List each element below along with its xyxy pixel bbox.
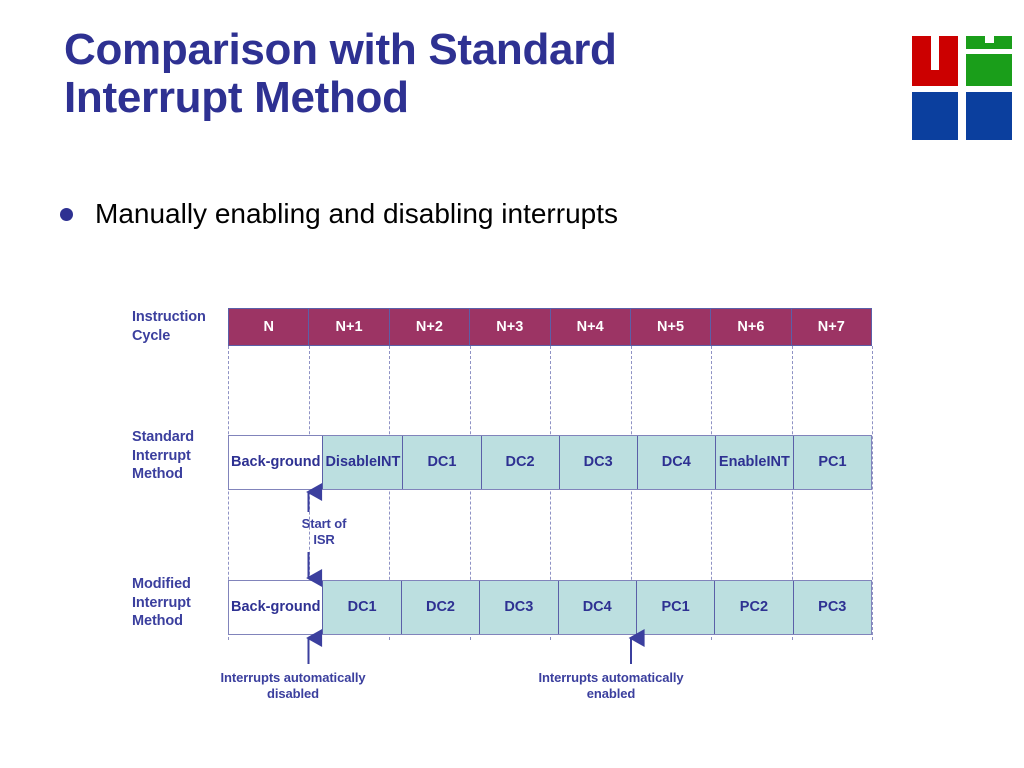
row-label-line: Method [132,466,183,483]
cell-line: PC2 [739,598,769,615]
annotation-start-of-isr: Start of ISR [268,516,380,549]
cell-line: Back- [231,453,271,470]
annotation-line: disabled [267,686,319,702]
modified-cell: PC3 [793,581,871,634]
standard-cell: DC3 [559,436,638,489]
instruction-cycle-cell: N+6 [711,309,792,345]
standard-cell: Back-ground [229,436,324,489]
row-label-line: Interrupt [132,594,191,611]
cell-line: DC2 [505,453,535,470]
cell-line: DC1 [427,453,457,470]
annotation-line: Interrupts automatically [538,670,684,685]
annotation-line: Interrupts automatically [220,670,366,685]
bullet-item: Manually enabling and disabling interrup… [60,198,618,230]
modified-cell: DC1 [323,581,402,634]
row-label-line: Modified [132,576,191,592]
cell-line: DC2 [425,598,455,615]
modified-cell: DC3 [480,581,559,634]
bullet-text: Manually enabling and disabling interrup… [95,198,619,229]
bullet-dot-icon [60,207,73,221]
cell-line: ground [270,453,321,470]
modified-cell: PC2 [715,581,794,634]
cell-line: DC4 [582,598,612,615]
gridline-4 [550,346,551,640]
standard-cell: PC1 [793,436,872,489]
page-title: Comparison with Standard Interrupt Metho… [64,25,854,123]
logo-letter-i-bar [966,49,1012,54]
cell-line: Disable [325,453,378,470]
standard-cell: DC4 [637,436,716,489]
modified-interrupt-method-row: Back-ground DC1 DC2 DC3 DC4 PC1 PC2 PC3 [228,580,872,635]
interrupt-timing-diagram: Instruction Cycle Standard Interrupt Met… [128,300,888,712]
row-label-line: Interrupt [132,447,191,464]
logo-blue-square-left [912,92,958,140]
row-label-modified-interrupt-method: Modified Interrupt Method [132,575,191,631]
cell-line: DC3 [583,453,613,470]
gridline-6 [711,346,712,640]
row-label-line: Instruction [132,309,206,325]
cell-line: PC1 [818,453,847,470]
gridline-2 [389,346,390,640]
logo-letter-u-notch [931,36,939,70]
modified-cell: DC2 [401,581,481,634]
cell-line: DC1 [347,598,377,615]
instruction-cycle-cell: N+7 [817,319,845,335]
row-label-line: Standard [132,429,195,445]
cell-line: PC1 [661,598,690,615]
cell-line: INT [766,453,790,470]
annotation-line: Start of [301,516,347,531]
cell-line: DC3 [504,598,534,615]
modified-cell: PC1 [636,581,716,634]
row-label-instruction-cycle: Instruction Cycle [132,308,206,345]
gridlines [128,300,888,712]
logo-letter-i-dot-gap [985,36,994,43]
cell-line: INT [377,453,401,470]
logo-green-square [966,36,1012,86]
gridline-0 [228,346,229,640]
row-label-line: Method [132,613,183,630]
cell-line: PC3 [818,598,847,615]
page-title-line-1: Comparison with Standard [64,25,617,74]
gridline-5 [630,346,632,640]
cell-line: DC4 [661,453,691,470]
ui-logo [912,36,1012,140]
standard-cell: DC2 [481,436,560,489]
annotation-line: ISR [313,532,335,548]
page-title-line-2: Interrupt Method [64,73,409,123]
gridline-3 [469,346,471,640]
instruction-cycle-cell: N+2 [390,309,471,345]
logo-blue-square-right [966,92,1012,140]
instruction-cycle-cell: N+1 [309,309,390,345]
gridline-7 [791,346,793,640]
standard-cell: DC1 [403,436,482,489]
modified-cell: DC4 [558,581,637,634]
row-label-line: Cycle [132,327,171,344]
instruction-cycle-cell: N+4 [551,309,631,345]
instruction-cycle-cell: N+3 [470,309,551,345]
instruction-cycle-cell: N [229,309,310,345]
gridline-8 [872,346,873,640]
annotation-interrupts-disabled: Interrupts automatically disabled [180,670,406,703]
cell-line: ground [270,598,321,615]
annotation-interrupts-enabled: Interrupts automatically enabled [498,670,724,703]
cell-line: Enable [718,453,767,470]
cell-line: Back- [231,598,271,615]
row-label-standard-interrupt-method: Standard Interrupt Method [132,428,194,484]
annotation-line: enabled [586,686,636,702]
modified-cell: Back-ground [229,581,324,634]
instruction-cycle-cell: N+5 [631,309,712,345]
